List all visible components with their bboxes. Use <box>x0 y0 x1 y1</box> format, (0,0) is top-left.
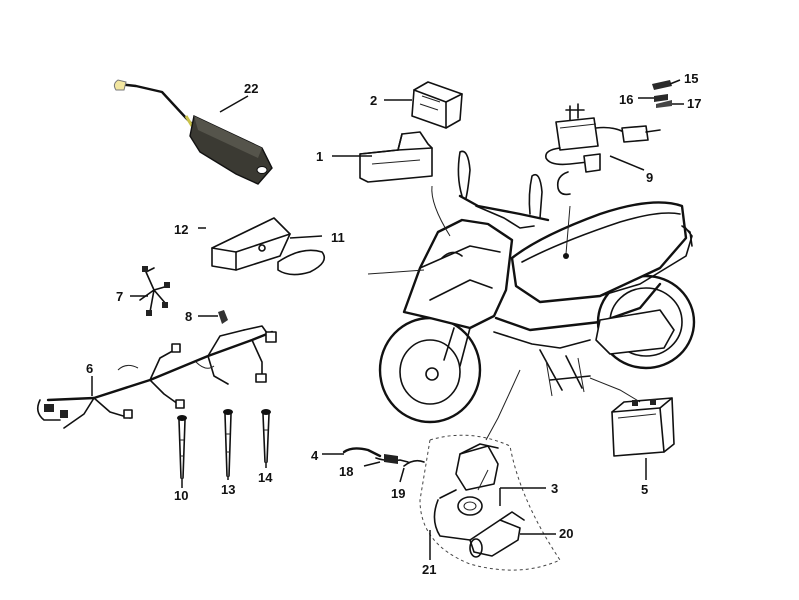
part-2-relay <box>411 81 463 129</box>
part-15-connector <box>652 80 672 90</box>
callout-18: 18 <box>339 464 353 479</box>
callout-19: 19 <box>391 486 405 501</box>
part-1-control-box <box>359 131 433 183</box>
part-8-clip <box>218 310 228 324</box>
leader-lines <box>91 79 684 560</box>
part-5-battery <box>611 397 675 457</box>
callout-11: 11 <box>331 230 345 245</box>
callout-12: 12 <box>174 222 188 237</box>
callout-14: 14 <box>258 470 273 485</box>
callout-16: 16 <box>619 92 633 107</box>
callout-13: 13 <box>221 482 235 497</box>
callout-2: 2 <box>370 93 377 108</box>
callout-22: 22 <box>244 81 258 96</box>
callout-1: 1 <box>316 149 323 164</box>
part-11-bracket <box>211 217 326 276</box>
part-21-hv-lead <box>433 489 471 541</box>
part-4-cable <box>342 447 382 458</box>
part-18-cable-end <box>375 454 409 464</box>
scooter-body <box>367 150 696 441</box>
callout-5: 5 <box>641 482 648 497</box>
part-14-probe <box>261 409 271 463</box>
callout-8: 8 <box>185 309 192 324</box>
part-22-module <box>113 79 273 185</box>
part-16-connector <box>654 94 668 102</box>
part-3-coil-cap <box>455 443 499 516</box>
callout-15: 15 <box>684 71 698 86</box>
callout-labels: 1 2 3 4 5 6 7 8 9 10 11 12 13 14 15 16 1… <box>86 71 701 577</box>
callout-20: 20 <box>559 526 573 541</box>
part-10-probe <box>177 415 187 479</box>
part-17-connector <box>656 100 672 108</box>
part-19-cable-tie <box>403 459 425 467</box>
callout-6: 6 <box>86 361 93 376</box>
part-9-ignition-coil <box>544 103 661 196</box>
ignition-group-outline <box>419 434 561 571</box>
callout-10: 10 <box>174 488 188 503</box>
part-20-spark-plug-cap <box>469 511 525 558</box>
callout-4: 4 <box>311 448 319 463</box>
part-13-probe <box>223 409 233 477</box>
callout-7: 7 <box>116 289 123 304</box>
callout-9: 9 <box>646 170 653 185</box>
callout-17: 17 <box>687 96 701 111</box>
part-7-harness <box>139 266 170 316</box>
callout-3: 3 <box>551 481 558 496</box>
callout-21: 21 <box>422 562 436 577</box>
part-6-wiring-harness <box>36 325 277 429</box>
